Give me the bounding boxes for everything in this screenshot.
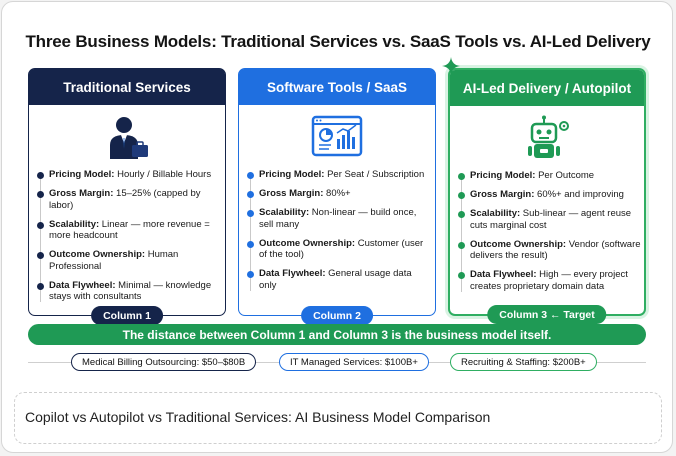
figure-caption: Copilot vs Autopilot vs Traditional Serv… xyxy=(25,409,491,425)
row-value: Per Outcome xyxy=(535,170,595,181)
bullet-dot xyxy=(458,192,465,199)
bullet-dot xyxy=(247,271,254,278)
row-data-flywheel: Data Flywheel: High — every project crea… xyxy=(458,269,642,292)
bullet-dot xyxy=(458,211,465,218)
row-label: Outcome Ownership: xyxy=(259,237,356,249)
row-value: Linear — more revenue = more headcount xyxy=(49,218,210,242)
bullet-dot xyxy=(247,210,254,217)
column-header: AI-Led Delivery / Autopilot xyxy=(450,70,644,106)
row-label: Outcome Ownership: xyxy=(49,249,146,260)
row-scalability: Scalability: Non-linear — build once, se… xyxy=(247,207,431,230)
row-value: Per Seat / Subscription xyxy=(324,169,425,180)
row-label: Scalability: xyxy=(259,207,310,218)
row-scalability: Scalability: Sub-linear — agent reuse cu… xyxy=(458,208,642,231)
row-gross-margin: Gross Margin: 60%+ and improving xyxy=(458,189,642,201)
row-label: Data Flywheel: xyxy=(470,269,537,280)
column-header: Traditional Services xyxy=(29,69,225,105)
sparkle-icon xyxy=(442,57,460,75)
column-ai-led-delivery: AI-Led Delivery / Autopilot Pricing Mode… xyxy=(448,68,646,324)
row-label: Outcome Ownership: xyxy=(470,238,567,250)
row-label: Data Flywheel: xyxy=(49,279,116,291)
row-value: Customer (user of the tool) xyxy=(259,237,424,261)
row-label: Data Flywheel: xyxy=(259,268,326,279)
row-label: Gross Margin: xyxy=(259,188,324,199)
bullet-dot xyxy=(247,240,254,248)
row-outcome-ownership: Outcome Ownership: Customer (user of the… xyxy=(247,238,431,261)
bullet-dot xyxy=(37,172,44,179)
row-value: 15–25% (capped by labor) xyxy=(49,188,201,211)
market-pill-medical-billing: Medical Billing Outsourcing: $50–$80B xyxy=(71,353,257,371)
row-value: 80%+ xyxy=(323,188,351,199)
row-pricing-model: Pricing Model: Hourly / Billable Hours xyxy=(37,169,221,181)
market-pill-it-managed-services: IT Managed Services: $100B+ xyxy=(279,353,429,371)
bullet-dot xyxy=(458,272,465,279)
bullet-dot xyxy=(247,191,254,198)
bullet-dot xyxy=(458,173,465,180)
summary-banner: The distance between Column 1 and Column… xyxy=(28,324,646,345)
row-value: High — every project creates proprietary… xyxy=(470,269,628,292)
attribute-list: Pricing Model: Per Outcome Gross Margin:… xyxy=(458,170,642,300)
column-header: Software Tools / SaaS xyxy=(239,69,435,105)
row-data-flywheel: Data Flywheel: General usage data only xyxy=(247,268,431,291)
column-tag: Column 2 xyxy=(301,306,373,325)
row-value: Sub-linear — agent reuse cuts marginal c… xyxy=(470,208,632,231)
row-value: General usage data only xyxy=(259,268,412,291)
row-label: Scalability: xyxy=(470,208,521,219)
column-tag: Column 3 ← Target xyxy=(487,305,607,324)
attribute-list: Pricing Model: Per Seat / Subscription G… xyxy=(247,169,431,299)
bullet-dot xyxy=(37,282,44,290)
businessman-icon xyxy=(29,113,225,163)
row-outcome-ownership: Outcome Ownership: Human Professional xyxy=(37,249,221,272)
bullet-dot xyxy=(247,172,254,179)
bullet-dot xyxy=(37,252,44,259)
row-value: 60%+ and improving xyxy=(534,189,624,200)
row-label: Scalability: xyxy=(49,218,100,230)
row-pricing-model: Pricing Model: Per Outcome xyxy=(458,170,642,182)
row-pricing-model: Pricing Model: Per Seat / Subscription xyxy=(247,169,431,181)
column-traditional-services: Traditional Services Pricing Model: Hour… xyxy=(28,68,226,325)
diagram-title: Three Business Models: Traditional Servi… xyxy=(25,32,651,51)
column-tag: Column 1 xyxy=(91,306,163,325)
row-gross-margin: Gross Margin: 15–25% (capped by labor) xyxy=(37,188,221,211)
row-label: Gross Margin: xyxy=(470,189,535,200)
row-label: Pricing Model: xyxy=(259,169,325,180)
robot-icon xyxy=(450,114,644,164)
row-value: Non-linear — build once, sell many xyxy=(259,207,417,230)
market-pill-recruiting-staffing: Recruiting & Staffing: $200B+ xyxy=(450,353,597,371)
bullet-dot xyxy=(37,191,44,198)
row-value: Human Professional xyxy=(49,249,179,272)
row-label: Gross Margin: xyxy=(49,188,114,199)
attribute-list: Pricing Model: Hourly / Billable Hours G… xyxy=(37,169,221,310)
caption-box: Copilot vs Autopilot vs Traditional Serv… xyxy=(14,392,662,444)
row-outcome-ownership: Outcome Ownership: Vendor (software deli… xyxy=(458,239,642,262)
column-software-tools-saas: Software Tools / SaaS Pricing Model: Per… xyxy=(238,68,436,325)
row-value: Minimal — knowledge stays with consultan… xyxy=(49,279,212,303)
dashboard-icon xyxy=(239,113,435,163)
row-gross-margin: Gross Margin: 80%+ xyxy=(247,188,431,200)
row-data-flywheel: Data Flywheel: Minimal — knowledge stays… xyxy=(37,280,221,303)
row-label: Pricing Model: xyxy=(470,170,536,181)
row-label: Pricing Model: xyxy=(49,169,115,180)
row-value: Hourly / Billable Hours xyxy=(114,169,212,180)
bullet-dot xyxy=(458,241,465,249)
row-value: Vendor (software delivers the result) xyxy=(470,238,641,262)
bullet-dot xyxy=(37,221,44,229)
row-scalability: Scalability: Linear — more revenue = mor… xyxy=(37,219,221,242)
